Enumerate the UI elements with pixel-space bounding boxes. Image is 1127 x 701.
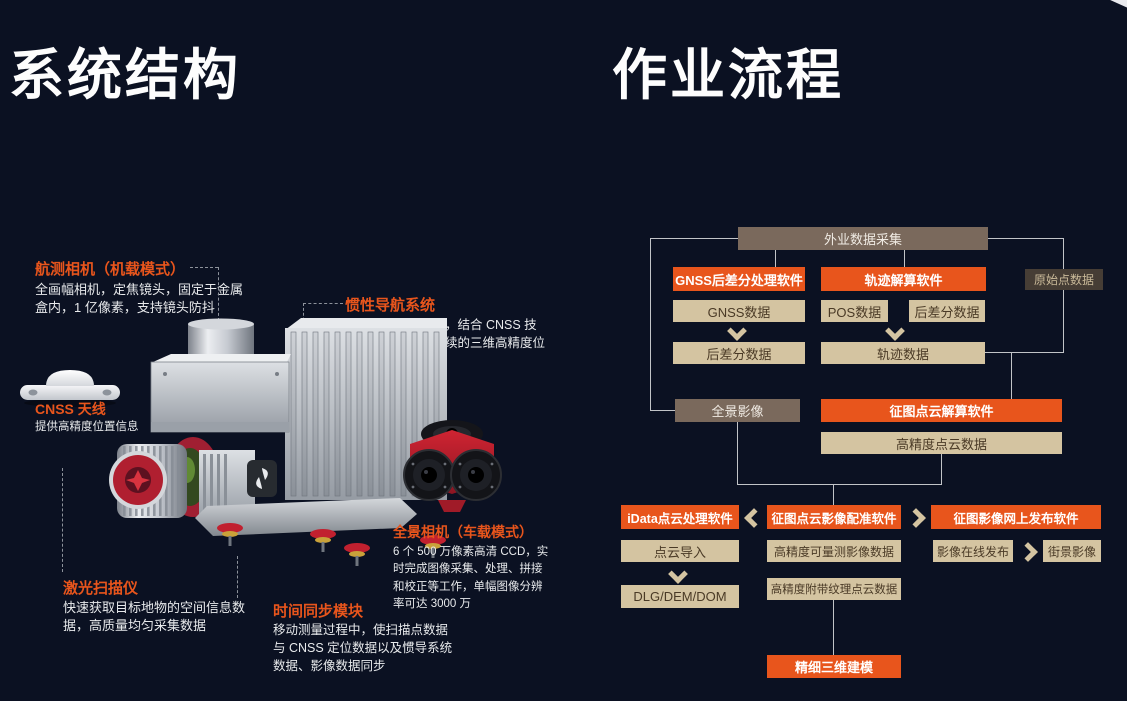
flow-node-image-online-publish: 影像在线发布 <box>933 540 1013 562</box>
flow-node-post-diff-data-top: 后差分数据 <box>909 300 985 322</box>
flow-node-raw-point-data: 原始点数据 <box>1025 269 1103 290</box>
connector-line <box>650 238 651 410</box>
connector-line <box>904 250 905 268</box>
flow-node-pc-import: 点云导入 <box>621 540 739 562</box>
connector-line <box>833 484 834 505</box>
time-sync-body: 移动测量过程中，使扫描点数据与 CNSS 定位数据以及惯导系统数据、影像数据同步 <box>273 623 453 673</box>
flow-node-pos-data: POS数据 <box>821 300 888 322</box>
pointer-line <box>237 556 238 598</box>
aerial-camera-body: 全画幅相机，定焦镜头，固定于金属盒内，1 亿像素，支持镜头防抖 <box>35 282 244 316</box>
aerial-camera-title: 航测相机（机载模式） <box>35 261 186 278</box>
flow-node-gnss-diff-software: GNSS后差分处理软件 <box>673 267 805 291</box>
arrow-down-icon <box>668 564 688 584</box>
lens-pod <box>450 449 502 501</box>
pointer-line <box>62 468 63 572</box>
flow-node-hp-pc-data: 高精度点云数据 <box>821 432 1062 454</box>
camera-housing-box <box>150 354 291 433</box>
base-plate <box>195 498 446 566</box>
connector-line <box>1011 352 1012 399</box>
connector-line <box>737 484 942 485</box>
flow-node-post-diff-data: 后差分数据 <box>673 342 805 364</box>
flow-node-field-collection: 外业数据采集 <box>738 227 988 250</box>
flow-node-track-solve-software: 轨迹解算软件 <box>821 267 986 291</box>
connector-line <box>833 600 834 655</box>
arrow-down-icon <box>727 321 747 341</box>
cnss-antenna-body: 提供高精度位置信息 <box>35 421 139 433</box>
left-section-title: 系统结构 <box>9 44 242 106</box>
flow-node-register-software: 征图点云影像配准软件 <box>767 505 901 529</box>
inertial-nav-title: 惯性导航系统 <box>345 297 436 314</box>
pointer-line <box>218 267 219 321</box>
flow-node-pc-solve-software: 征图点云解算软件 <box>821 399 1062 422</box>
shock-mounts <box>217 523 446 566</box>
cnss-antenna-title: CNSS 天线 <box>35 401 106 417</box>
arrow-right-icon <box>1018 542 1038 562</box>
flow-node-textured-pc-data: 高精度附带纹理点云数据 <box>767 578 901 600</box>
connector-line <box>941 454 942 485</box>
connector-line <box>985 352 1063 353</box>
flow-node-track-data: 轨迹数据 <box>821 342 985 364</box>
panoramic-camera-body: 6 个 500 万像素高清 CCD，实时完成图像采集、处理、拼接和校正等工作，单… <box>393 546 549 610</box>
connector-line <box>650 410 675 411</box>
time-sync-title: 时间同步模块 <box>273 603 364 620</box>
lens-pod <box>403 449 455 501</box>
flow-node-idata-software: iData点云处理软件 <box>621 505 739 529</box>
mobile-mapping-device-illustration <box>109 318 447 566</box>
connector-line <box>650 238 738 239</box>
flow-node-dlg-dem-dom: DLG/DEM/DOM <box>621 585 739 608</box>
flow-node-fine-3d-modeling: 精细三维建模 <box>767 655 901 678</box>
arrow-down-icon <box>885 321 905 341</box>
panoramic-camera-illustration <box>403 420 502 512</box>
pointer-line <box>190 267 218 268</box>
laser-scanner-assembly <box>109 437 277 522</box>
flow-node-publish-software: 征图影像网上发布软件 <box>931 505 1101 529</box>
pointer-line <box>303 303 343 304</box>
panoramic-camera-title: 全景相机（车载模式） <box>393 524 533 540</box>
laser-scanner-title: 激光扫描仪 <box>63 580 139 597</box>
heat-sink-module <box>285 318 447 500</box>
cnss-antenna-illustration <box>20 370 120 407</box>
connector-line <box>1063 238 1064 353</box>
laser-scanner-body: 快速获取目标地物的空间信息数据，高质量均匀采集数据 <box>63 600 246 634</box>
flow-node-panorama-image: 全景影像 <box>675 399 800 422</box>
arrow-left-icon <box>744 508 764 528</box>
flow-node-street-image: 街景影像 <box>1043 540 1101 562</box>
right-section-title: 作业流程 <box>612 44 845 106</box>
connector-line <box>737 422 738 484</box>
slide-corner-decoration <box>1106 0 1127 9</box>
flow-node-measurable-image-data: 高精度可量测影像数据 <box>767 540 901 562</box>
arrow-right-icon <box>906 508 926 528</box>
flow-node-gnss-data: GNSS数据 <box>673 300 805 322</box>
connector-line <box>775 250 776 268</box>
connector-line <box>988 238 1063 239</box>
